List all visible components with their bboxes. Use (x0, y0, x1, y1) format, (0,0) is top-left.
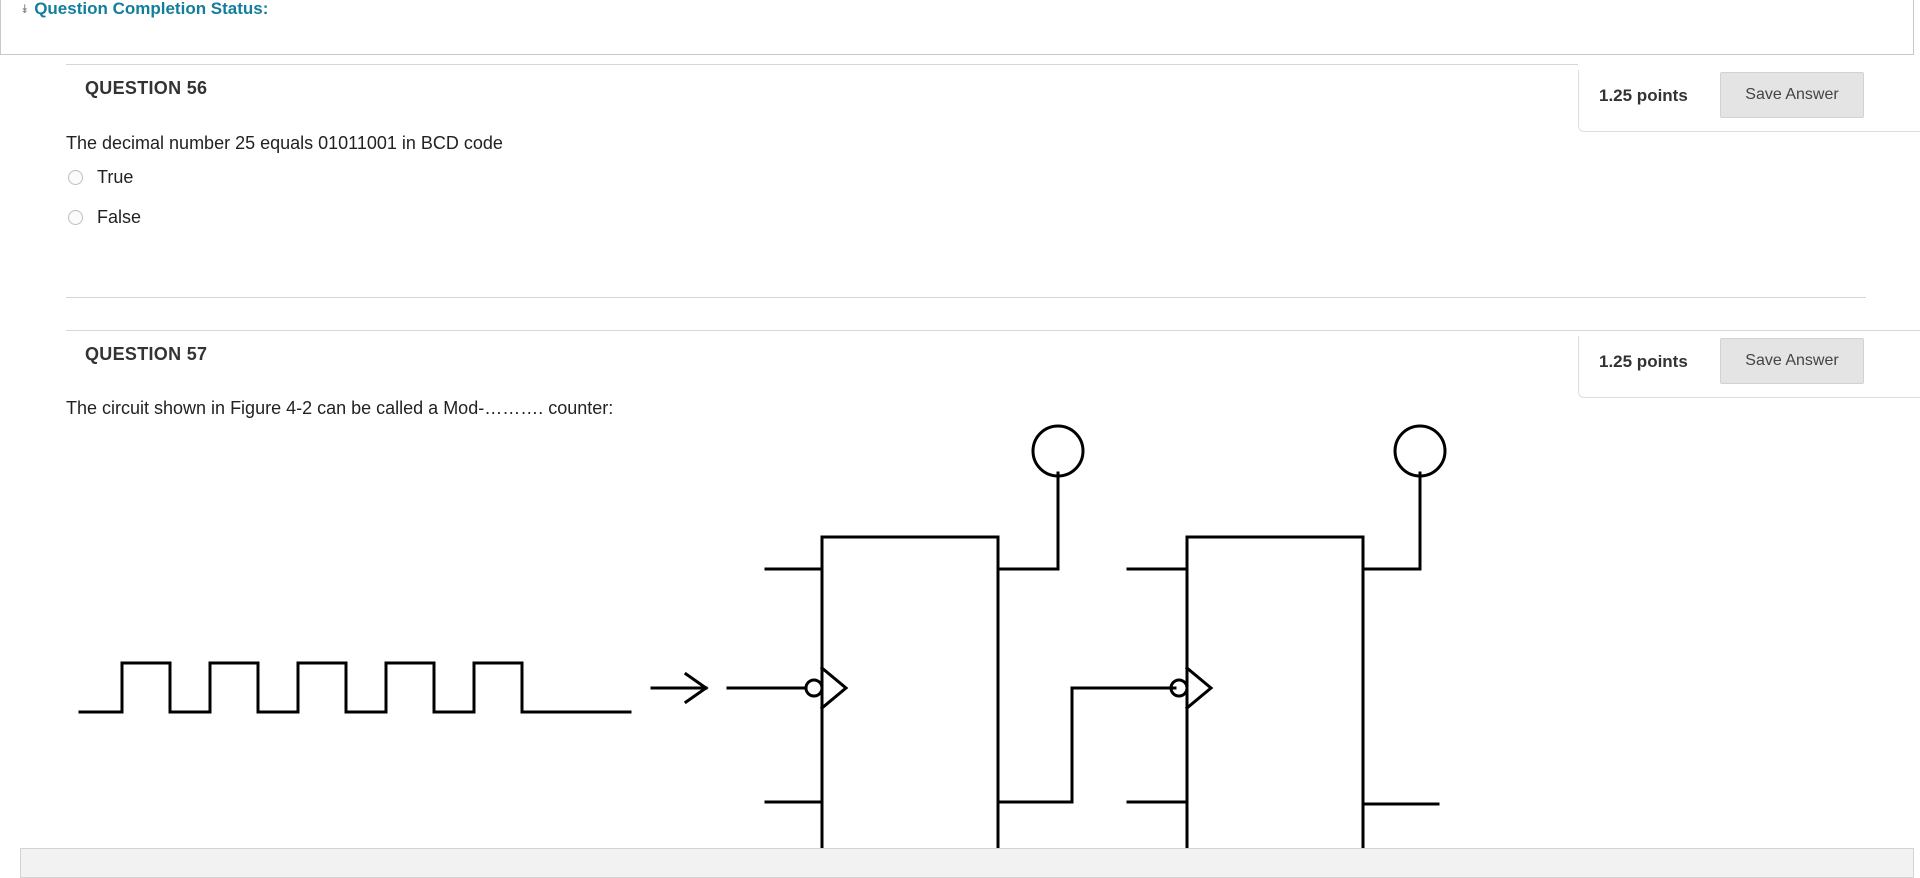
ff1-to-ff2-clock (996, 686, 1177, 804)
option-false[interactable]: False (68, 207, 141, 228)
question-separator (66, 64, 1578, 65)
clock-waveform (78, 661, 632, 714)
radio-button[interactable] (68, 210, 83, 225)
question-separator (66, 330, 1920, 331)
ff1-output-led (1031, 424, 1085, 478)
points-value: 1.25 points (1599, 86, 1688, 105)
save-answer-button[interactable]: Save Answer (1720, 72, 1864, 118)
option-true[interactable]: True (68, 167, 133, 188)
ff1-clock-bubble (804, 678, 824, 698)
arrow-head (683, 671, 709, 705)
flip-flop-2 (1185, 535, 1365, 860)
points-box: 1.25 points Save Answer (1578, 336, 1920, 398)
question-completion-status-label: Question Completion Status: (34, 0, 269, 18)
question-completion-status-panel: ⯯ Question Completion Status: (0, 0, 1914, 55)
radio-button[interactable] (68, 170, 83, 185)
bottom-panel (20, 848, 1914, 878)
option-label: False (97, 207, 142, 227)
ff2-clock-triangle (1184, 665, 1214, 711)
question-text: The decimal number 25 equals 01011001 in… (66, 133, 503, 153)
flip-flop-1 (820, 535, 1000, 860)
chevron-double-down-icon: ⯯ (21, 2, 29, 16)
save-answer-button[interactable]: Save Answer (1720, 338, 1864, 384)
ff2-clock-bubble (1169, 678, 1189, 698)
question-separator (66, 297, 1866, 298)
points-box: 1.25 points Save Answer (1578, 70, 1920, 132)
ff1-q-output (996, 471, 1060, 571)
question-title: QUESTION 57 (85, 344, 208, 364)
ff2-q-output (1361, 471, 1422, 571)
points-value: 1.25 points (1599, 352, 1688, 371)
counter-circuit-figure (78, 424, 1447, 860)
question-title: QUESTION 56 (85, 78, 208, 98)
option-label: True (97, 167, 134, 187)
question-completion-status-toggle[interactable]: ⯯ Question Completion Status: (21, 0, 268, 18)
ff2-output-led (1393, 424, 1447, 478)
ff1-clock-triangle (819, 665, 849, 711)
question-text: The circuit shown in Figure 4-2 can be c… (66, 398, 614, 418)
